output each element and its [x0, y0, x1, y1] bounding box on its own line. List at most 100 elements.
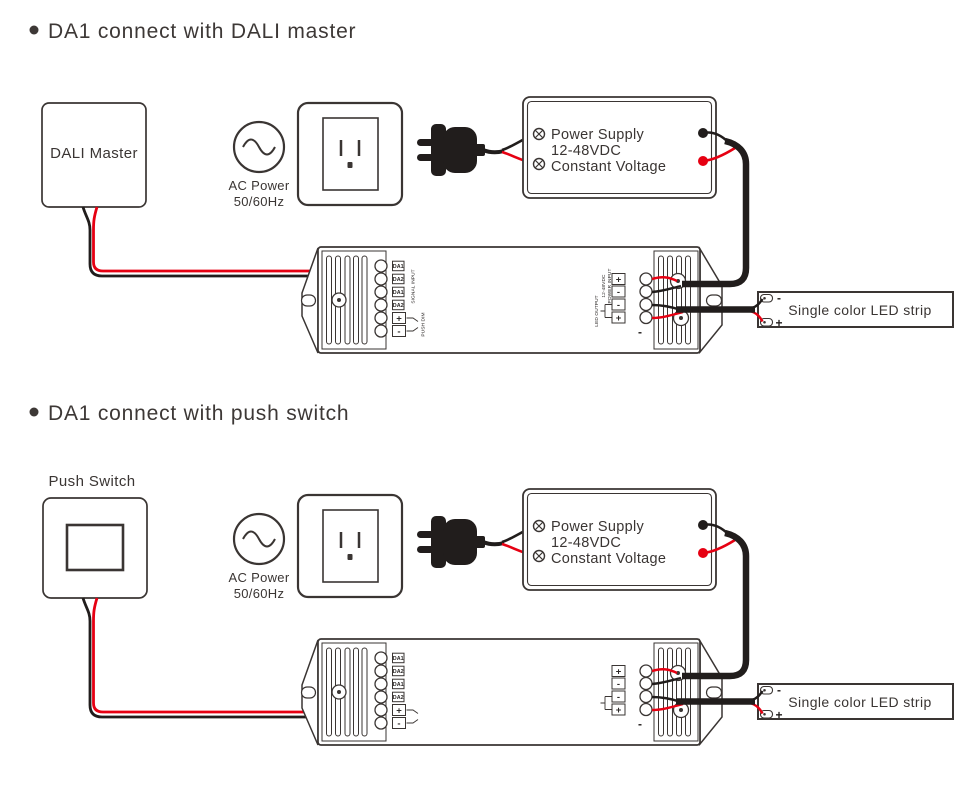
psu-label-3: Constant Voltage	[551, 159, 666, 175]
bullet-icon	[29, 25, 39, 35]
wall-outlet-icon	[296, 493, 404, 599]
led-output-label: LED OUTPUT	[594, 295, 600, 326]
push-minus: -	[397, 719, 400, 730]
led-strip-body	[757, 291, 954, 328]
vent-panel-right	[653, 642, 699, 742]
out-minus: -	[617, 300, 620, 311]
terminal-da2: DA2	[393, 303, 404, 309]
solder-pad-neg	[759, 685, 774, 695]
cable-clamp-screw	[669, 664, 687, 682]
led-strip-label: Single color LED strip	[788, 694, 931, 710]
strip-stub-black	[751, 690, 764, 702]
ac-label-1: AC Power	[229, 178, 290, 193]
out-plus: +	[616, 275, 622, 286]
power-cable	[682, 137, 750, 288]
power-terminal-wire-red	[651, 668, 678, 675]
controller-body	[317, 638, 701, 746]
strip-neg-mark: -	[777, 291, 781, 305]
out-plus: +	[616, 667, 622, 678]
led-output-bracket	[600, 696, 612, 710]
power-terminal-wire-red	[651, 276, 678, 283]
solder-pad-pos	[759, 317, 774, 327]
out-minus: -	[617, 287, 620, 298]
solder-pad-neg	[759, 293, 774, 303]
dali-master-box	[41, 102, 147, 208]
screw-terminal-icon	[532, 519, 546, 533]
psu-out-wire-red	[702, 538, 736, 555]
ac-power-icon	[232, 120, 286, 174]
strip-neg-mark: -	[777, 683, 781, 697]
power-cable	[682, 529, 750, 680]
plug-icon	[417, 124, 505, 176]
push-plus: +	[396, 314, 402, 325]
led-output-bracket	[600, 304, 612, 318]
strip-pos-mark: +	[775, 316, 782, 330]
section-title: DA1 connect with push switch	[48, 402, 349, 425]
dali-master-label: DALI Master	[50, 145, 138, 162]
led-strip: - + Single color LED strip	[757, 291, 954, 330]
out-plus: +	[616, 705, 622, 716]
signal-input-label: SIGNAL INPUT	[411, 269, 417, 303]
outlet-socket	[322, 117, 379, 191]
controller-device: DA1 DA2 DA1 DA2 SIGNAL INPUT + - PUSH DI…	[300, 638, 723, 747]
ac-label-2: 50/60Hz	[234, 586, 285, 601]
screw-terminal-icon	[532, 549, 546, 563]
controller-device: DA1 DA2 DA1 DA2 SIGNAL INPUT + - PUSH DI…	[300, 246, 723, 355]
screw-terminal-icon	[532, 127, 546, 141]
signal-terminal-holes	[374, 259, 388, 338]
output-terminal-holes	[639, 664, 653, 717]
minus-mark: -	[638, 325, 642, 339]
psu-label-1: Power Supply	[551, 519, 645, 535]
plug-cord	[482, 540, 505, 547]
out-plus: +	[616, 313, 622, 324]
ac-label-1: AC Power	[229, 570, 290, 585]
out-minus: -	[617, 692, 620, 703]
outlet-ground-hole	[347, 162, 353, 168]
mount-slot-right	[705, 294, 723, 307]
led-strip: - + Single color LED strip	[757, 683, 954, 722]
power-supply-box: Power Supply 12-48VDC Constant Voltage	[522, 96, 717, 199]
plug-cord	[482, 148, 505, 155]
signal-terminal-labels: DA1 DA2 DA1 DA2	[392, 260, 405, 311]
screw-icon	[331, 292, 347, 308]
outlet-socket	[322, 509, 379, 583]
minus-mark: -	[638, 717, 642, 731]
terminal-da2: DA2	[393, 277, 404, 283]
bullet-icon	[29, 407, 39, 417]
psu-label-3: Constant Voltage	[551, 551, 666, 567]
power-terminal-wire-black	[651, 676, 682, 686]
mount-slot-left	[300, 686, 317, 699]
terminal-da1: DA1	[393, 290, 404, 296]
push-dim-terminals: + -	[392, 704, 419, 730]
mount-slot-right	[705, 686, 723, 699]
signal-terminal-holes	[374, 651, 388, 730]
signal-terminal-labels: DA1 DA2 DA1 DA2	[392, 652, 405, 703]
power-input-label-1: POWER INPUT	[607, 269, 613, 304]
psu-label-1: Power Supply	[551, 127, 645, 143]
psu-label-2: 12-48VDC	[551, 143, 621, 159]
outlet-ground-hole	[347, 554, 353, 560]
vent-panel-right	[653, 250, 699, 350]
ac-power-icon	[232, 512, 286, 566]
solder-pad-pos	[759, 709, 774, 719]
vent-slots-right	[658, 255, 691, 345]
strip-stub-black	[751, 298, 764, 310]
output-terminal-boxes: + - - +	[611, 665, 626, 716]
diagram-dali-master: DA1 connect with DALI master DALI Master	[29, 20, 376, 281]
controller-body	[317, 246, 701, 354]
plug-icon	[417, 516, 505, 568]
strip-pos-mark: +	[775, 708, 782, 722]
screw-icon	[331, 684, 347, 700]
ac-label-2: 50/60Hz	[234, 194, 285, 209]
push-switch-button	[65, 523, 125, 572]
psu-label-2: 12-48VDC	[551, 535, 621, 551]
push-bracket	[406, 317, 419, 332]
push-minus: -	[397, 327, 400, 338]
power-supply-box: Power Supply 12-48VDC Constant Voltage	[522, 488, 717, 591]
push-switch-label: Push Switch	[49, 473, 136, 490]
psu-out-wire-red	[702, 146, 736, 163]
vent-slots-right	[658, 647, 691, 737]
sine-wave-icon	[242, 138, 276, 156]
power-terminal-wire-black	[651, 284, 682, 294]
